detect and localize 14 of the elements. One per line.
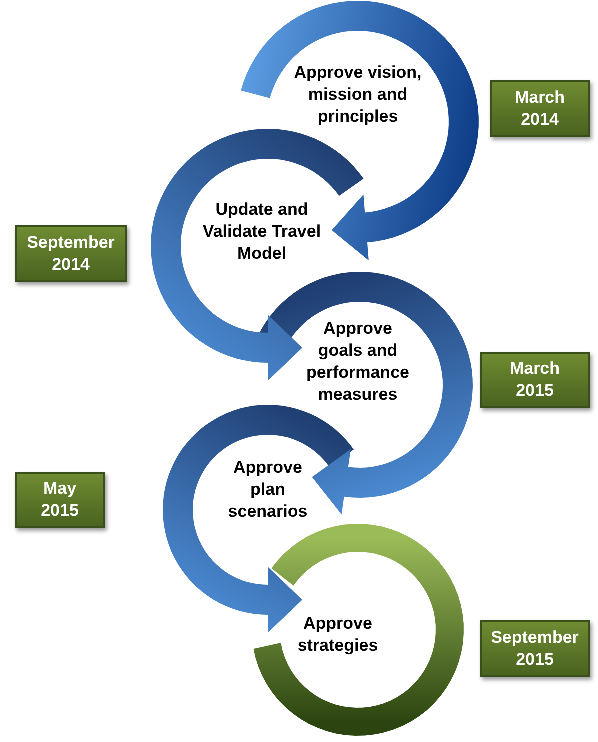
step-label: Approve strategies: [290, 613, 386, 657]
curved-arrow: [258, 272, 473, 515]
date-box: September 2015: [480, 620, 590, 677]
curved-arrow: [241, 1, 479, 261]
step-label: Approve plan scenarios: [223, 457, 313, 523]
step-label: Update and Validate Travel Model: [192, 199, 332, 265]
date-box: September 2014: [15, 225, 127, 282]
step-label: Approve goals and performance measures: [302, 318, 414, 406]
step-label: Approve vision, mission and principles: [288, 62, 428, 128]
curved-arrow: [151, 129, 364, 381]
curved-arrow: [163, 405, 354, 633]
date-box: May 2015: [15, 472, 105, 528]
date-box: March 2015: [480, 352, 590, 408]
date-box: March 2014: [490, 80, 590, 137]
